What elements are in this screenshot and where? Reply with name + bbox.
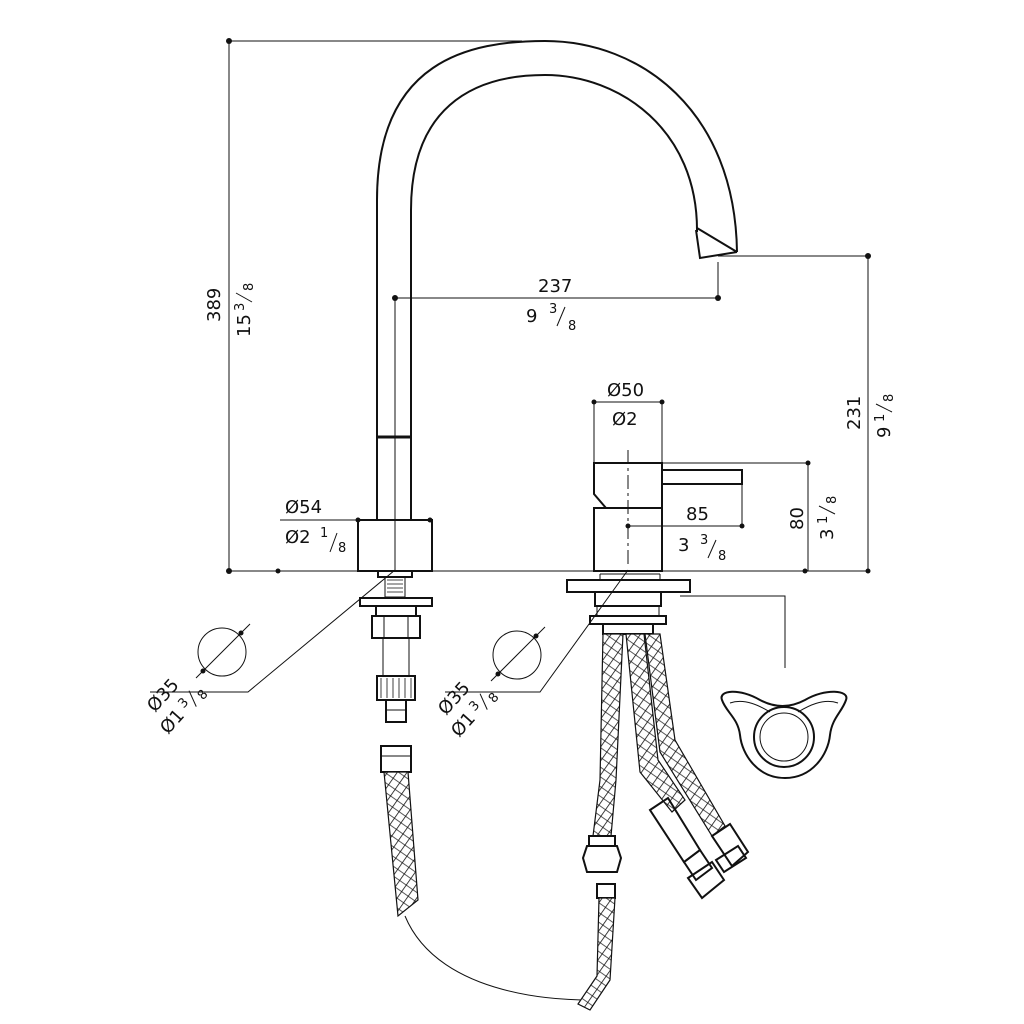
overall-height-inch-whole: 15 bbox=[234, 314, 255, 337]
lever-length-inch-num: 3 bbox=[700, 533, 708, 548]
mixer-hoses bbox=[577, 633, 750, 1011]
spout-reach-mm: 237 bbox=[538, 276, 572, 297]
overall-height-mm: 389 bbox=[204, 288, 225, 322]
spout-hole-inch-den: 8 bbox=[195, 687, 212, 703]
handle-diameter-dimension: Ø50 Ø2 bbox=[591, 380, 665, 463]
spout-hole-diameter-dimension: Ø35 Ø1 3 8 bbox=[143, 569, 396, 738]
spout-height-dimension: 231 9 1 8 bbox=[718, 253, 897, 571]
mounting-bracket-detail bbox=[720, 690, 848, 780]
lever-length-inch-whole: 3 bbox=[678, 535, 689, 556]
lever-length-mm: 85 bbox=[686, 504, 709, 525]
spout-height-mm: 231 bbox=[844, 396, 865, 430]
spout-reach-inch-whole: 9 bbox=[526, 306, 537, 327]
spout-base-inch-num: 1 bbox=[320, 526, 328, 541]
spout-height-inch-whole: 9 bbox=[874, 427, 895, 438]
spout-base-mm: Ø54 bbox=[285, 497, 322, 518]
handle-diameter-mm: Ø50 bbox=[607, 380, 644, 401]
dim-point bbox=[802, 568, 808, 574]
spout-reach-inch-den: 8 bbox=[568, 319, 576, 334]
handle-height-mm: 80 bbox=[787, 507, 808, 530]
spout-reach-inch-num: 3 bbox=[549, 302, 557, 317]
spout-height-inch-num: 1 bbox=[873, 414, 888, 422]
spout-hole-inch-num: 3 bbox=[175, 695, 192, 711]
mixer-body bbox=[566, 450, 786, 668]
spout-height-inch-den: 8 bbox=[882, 394, 897, 402]
spout bbox=[357, 39, 738, 572]
spout-base-inch-whole: Ø2 bbox=[285, 527, 311, 548]
handle-height-dimension: 80 3 1 8 bbox=[662, 460, 840, 571]
dim-point bbox=[275, 568, 281, 574]
lever-length-inch-den: 8 bbox=[718, 549, 726, 564]
handle-height-inch-den: 8 bbox=[825, 496, 840, 504]
overall-height-inch-num: 3 bbox=[233, 303, 248, 311]
overall-height-dimension: 389 15 3 8 bbox=[204, 38, 522, 571]
handle-height-inch-whole: 3 bbox=[817, 529, 838, 540]
spout-shank bbox=[359, 570, 433, 723]
spout-hose bbox=[380, 745, 591, 1001]
spout-base-diameter-dimension: Ø54 Ø2 1 8 bbox=[280, 497, 433, 556]
handle-height-inch-num: 1 bbox=[816, 516, 831, 524]
spout-base-inch-den: 8 bbox=[338, 541, 346, 556]
mixer-hole-inch-num: 3 bbox=[466, 698, 483, 714]
lever-length-dimension: 85 3 3 8 bbox=[625, 484, 745, 564]
mixer-hole-diameter-dimension: Ø35 Ø1 3 8 bbox=[434, 569, 629, 741]
overall-height-inch-den: 8 bbox=[242, 283, 257, 291]
spout-reach-dimension: 237 9 3 8 bbox=[392, 262, 721, 571]
mixer-hole-inch-den: 8 bbox=[486, 690, 503, 706]
handle-diameter-inch: Ø2 bbox=[612, 409, 638, 430]
